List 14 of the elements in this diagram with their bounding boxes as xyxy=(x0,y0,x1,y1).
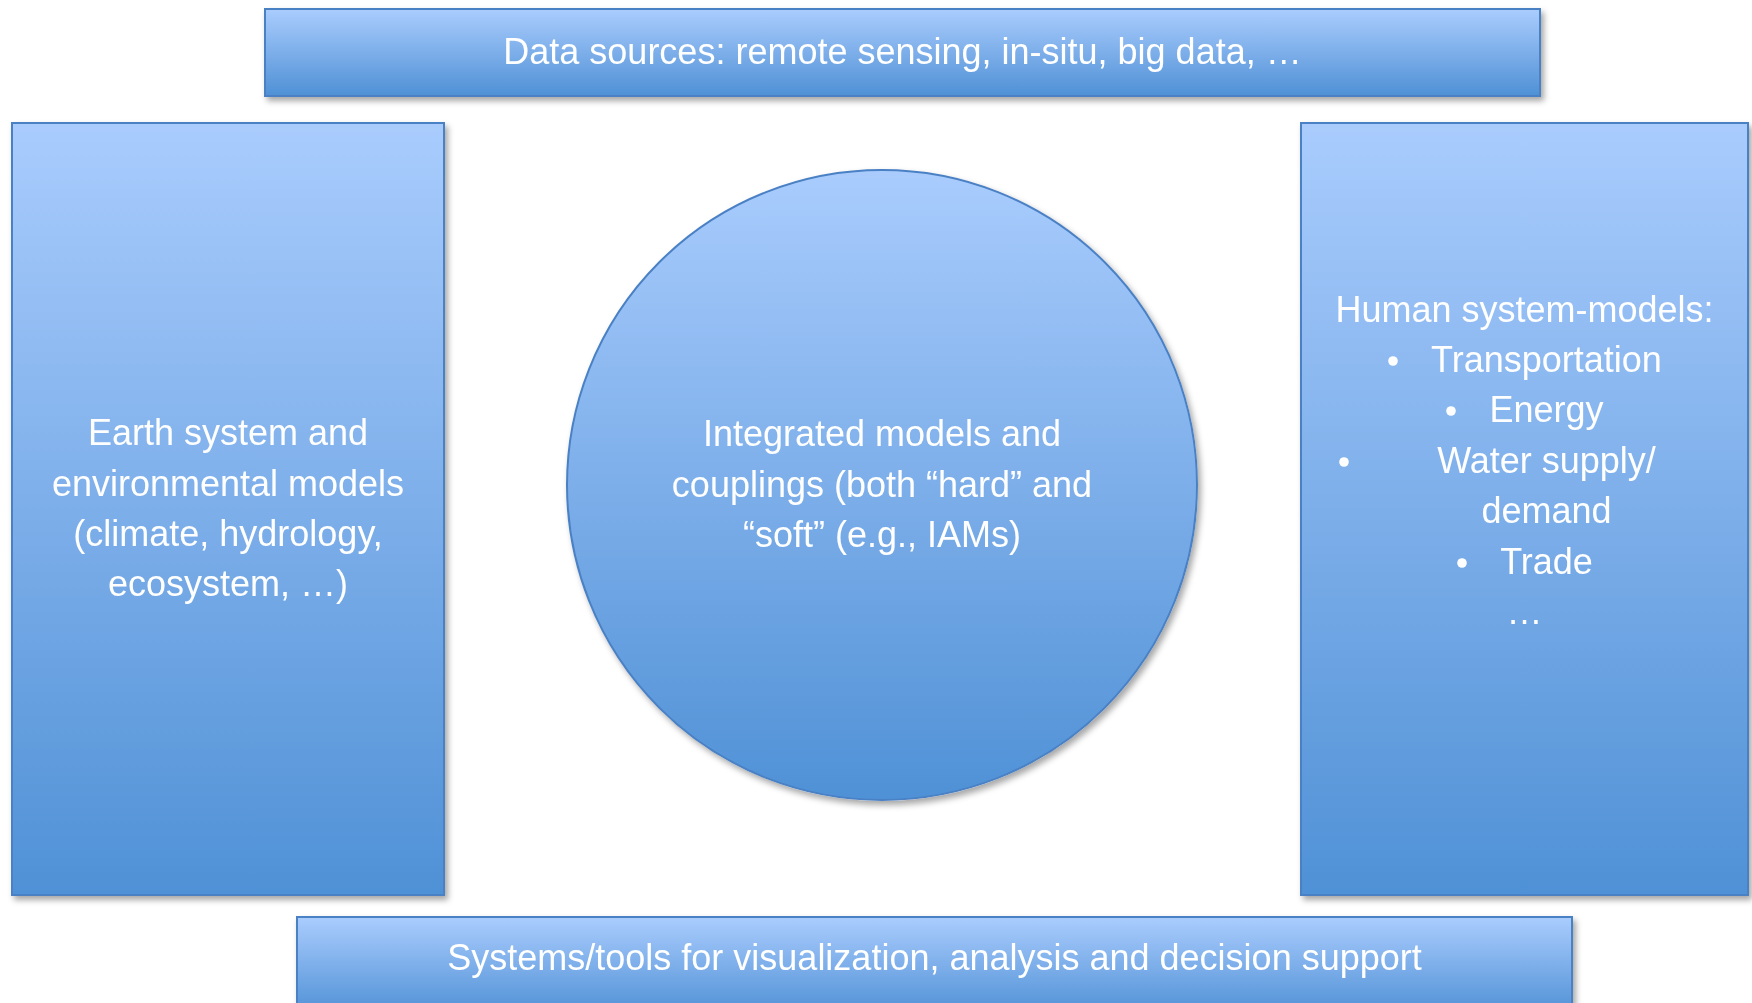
model-panel xyxy=(11,122,445,896)
list-text: … xyxy=(1506,589,1543,634)
list-text: Trade xyxy=(1500,539,1593,584)
node-label: Systems/tools for visualization, analysis and decision support xyxy=(447,935,1422,980)
node-label: Integrated models and couplings (both “hard” and “soft” (e.g., IAMs) xyxy=(670,412,1094,558)
node-label: Earth system and environmental models (climate, hydrology, ecosystem, …) xyxy=(50,411,406,607)
banner-box xyxy=(296,916,1573,1003)
model-panel xyxy=(1300,122,1749,896)
node-label: Data sources: remote sensing, in-situ, big data, … xyxy=(503,30,1302,75)
list-text: Human system-models: xyxy=(1334,287,1715,332)
list-text: Transportation xyxy=(1431,338,1662,382)
list-text: Water supply/ demand xyxy=(1436,438,1657,534)
list-text: Energy xyxy=(1489,388,1604,433)
banner-box xyxy=(264,8,1541,97)
